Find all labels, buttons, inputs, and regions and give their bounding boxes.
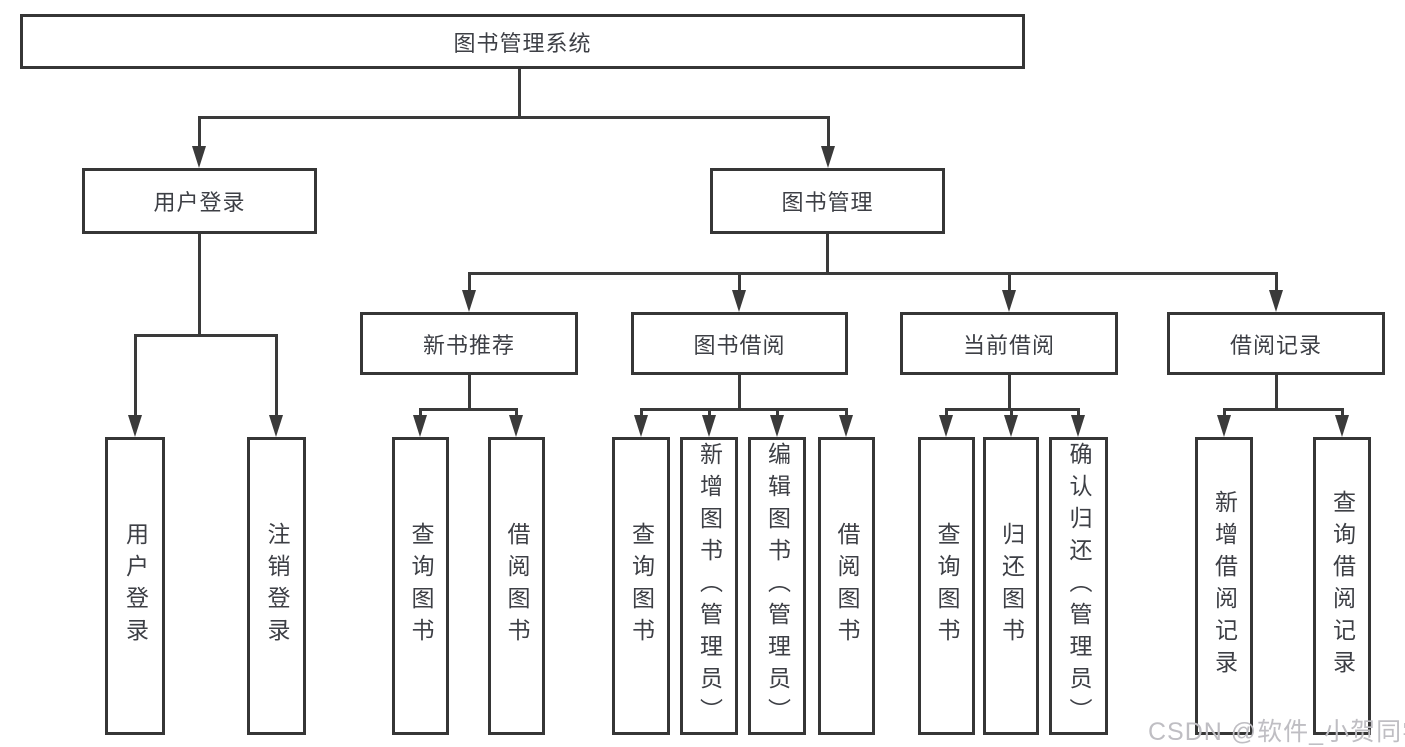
connector-vline xyxy=(737,375,741,411)
arrow-head-icon xyxy=(839,415,853,437)
node-book-mgmt: 图书管理 xyxy=(710,168,945,234)
node-root-label: 图书管理系统 xyxy=(453,30,592,56)
leaf-return-books: 归还图书 xyxy=(983,437,1039,735)
arrow-stem xyxy=(826,117,830,148)
arrow-stem xyxy=(707,409,711,417)
node-root: 图书管理系统 xyxy=(20,14,1025,69)
arrow-head-icon xyxy=(413,415,427,437)
leaf-query-books-current: 查询图书 xyxy=(918,437,975,735)
leaf-query-books-borrow-label: 查询图书 xyxy=(628,522,655,650)
leaf-query-books-rec-label: 查询图书 xyxy=(408,522,434,650)
arrow-head-icon xyxy=(128,415,142,437)
leaf-add-books-admin-label: 新增图书（管理员） xyxy=(696,442,723,730)
connector-vline xyxy=(197,234,201,337)
leaf-borrow-books-rec: 借阅图书 xyxy=(488,437,545,735)
arrow-stem xyxy=(1340,409,1344,417)
leaf-borrow-books-borrow-label: 借阅图书 xyxy=(834,522,860,650)
arrow-stem xyxy=(418,409,422,417)
leaf-query-borrow-record-label: 查询借阅记录 xyxy=(1329,490,1356,682)
arrow-stem xyxy=(1076,409,1080,417)
node-borrow-records-label: 借阅记录 xyxy=(1229,332,1322,358)
arrow-head-icon xyxy=(732,290,746,312)
arrow-head-icon xyxy=(1335,415,1349,437)
arrow-stem xyxy=(1009,409,1013,417)
leaf-user-login-label: 用户登录 xyxy=(122,522,149,650)
leaf-confirm-return-admin-label: 确认归还（管理员） xyxy=(1066,442,1092,730)
leaf-add-borrow-record: 新增借阅记录 xyxy=(1195,437,1253,735)
node-book-borrow: 图书借阅 xyxy=(631,312,848,375)
arrow-stem xyxy=(944,409,948,417)
leaf-confirm-return-admin: 确认归还（管理员） xyxy=(1049,437,1108,735)
leaf-logout-label: 注销登录 xyxy=(264,522,290,650)
leaf-borrow-books-borrow: 借阅图书 xyxy=(818,437,875,735)
connector-hline xyxy=(133,333,278,337)
leaf-add-borrow-record-label: 新增借阅记录 xyxy=(1211,490,1238,682)
connector-vline xyxy=(1007,375,1011,411)
node-current-borrow-label: 当前借阅 xyxy=(962,332,1055,358)
arrow-stem xyxy=(1274,273,1278,292)
node-book-mgmt-label: 图书管理 xyxy=(781,190,874,215)
leaf-logout: 注销登录 xyxy=(247,437,306,735)
connector-hline xyxy=(467,271,1278,275)
leaf-query-books-current-label: 查询图书 xyxy=(934,522,960,650)
arrow-stem xyxy=(737,273,741,292)
watermark: CSDN @软件_小贺同学 xyxy=(1148,718,1405,746)
arrow-head-icon xyxy=(770,415,784,437)
arrow-head-icon xyxy=(821,146,835,168)
arrow-stem xyxy=(1222,409,1226,417)
arrow-head-icon xyxy=(269,415,283,437)
arrow-head-icon xyxy=(192,146,206,168)
arrow-stem xyxy=(197,117,201,148)
node-new-book-rec-label: 新书推荐 xyxy=(422,332,515,358)
arrow-head-icon xyxy=(634,415,648,437)
arrow-stem xyxy=(467,273,471,292)
connector-vline xyxy=(467,375,471,411)
arrow-head-icon xyxy=(462,290,476,312)
arrow-stem xyxy=(514,409,518,417)
node-user-login: 用户登录 xyxy=(82,168,317,234)
leaf-add-books-admin: 新增图书（管理员） xyxy=(680,437,738,735)
arrow-head-icon xyxy=(1004,415,1018,437)
connector-hline xyxy=(197,115,830,119)
leaf-query-borrow-record: 查询借阅记录 xyxy=(1313,437,1371,735)
arrow-stem xyxy=(639,409,643,417)
arrow-head-icon xyxy=(702,415,716,437)
node-user-login-label: 用户登录 xyxy=(153,190,246,215)
connector-vline xyxy=(1274,375,1278,411)
connector-hline xyxy=(1222,407,1344,411)
arrow-stem xyxy=(775,409,779,417)
connector-hline xyxy=(418,407,518,411)
arrow-stem xyxy=(274,335,278,417)
node-current-borrow: 当前借阅 xyxy=(900,312,1118,375)
arrow-head-icon xyxy=(1002,290,1016,312)
node-new-book-rec: 新书推荐 xyxy=(360,312,578,375)
arrow-head-icon xyxy=(509,415,523,437)
leaf-edit-books-admin-label: 编辑图书（管理员） xyxy=(764,442,791,730)
leaf-query-books-borrow: 查询图书 xyxy=(612,437,670,735)
arrow-head-icon xyxy=(1071,415,1085,437)
arrow-stem xyxy=(133,335,137,417)
connector-vline xyxy=(825,234,829,275)
node-borrow-records: 借阅记录 xyxy=(1167,312,1385,375)
arrow-stem xyxy=(844,409,848,417)
arrow-head-icon xyxy=(1269,290,1283,312)
connector-vline xyxy=(517,69,521,119)
leaf-return-books-label: 归还图书 xyxy=(998,522,1025,650)
connector-hline xyxy=(639,407,848,411)
arrow-head-icon xyxy=(1217,415,1231,437)
node-book-borrow-label: 图书借阅 xyxy=(693,332,786,358)
leaf-user-login: 用户登录 xyxy=(105,437,165,735)
arrow-stem xyxy=(1007,273,1011,292)
arrow-head-icon xyxy=(939,415,953,437)
leaf-query-books-rec: 查询图书 xyxy=(392,437,449,735)
leaf-borrow-books-rec-label: 借阅图书 xyxy=(504,522,530,650)
leaf-edit-books-admin: 编辑图书（管理员） xyxy=(748,437,806,735)
